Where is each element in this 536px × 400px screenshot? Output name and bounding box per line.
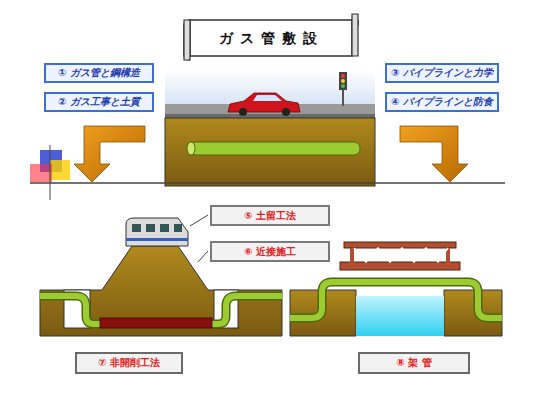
label-text: ② ガス工事と土質: [58, 95, 140, 109]
title-scroll: [184, 14, 358, 60]
railway-scene: [40, 218, 282, 336]
label-text: ⑤ 土留工法: [244, 209, 296, 223]
leader-line: [190, 215, 208, 262]
label-text: ④ パイプラインと防食: [391, 95, 493, 109]
topic-label: ④ パイプラインと防食: [385, 92, 499, 112]
topic-label: ② ガス工事と土質: [44, 92, 154, 112]
method-label: ⑥ 近接施工: [210, 241, 330, 262]
decoration: [30, 145, 505, 200]
method-label: ⑧ 架 管: [358, 352, 470, 374]
label-text: ① ガス管と鋼構造: [58, 66, 140, 80]
flow-arrow: [74, 126, 468, 182]
topic-label: ① ガス管と鋼構造: [44, 63, 154, 83]
label-text: ⑧ 架 管: [396, 356, 431, 370]
method-label: ⑦ 非開削工法: [75, 352, 183, 374]
method-label: ⑤ 土留工法: [210, 205, 330, 226]
label-text: ③ パイプラインと力学: [391, 66, 493, 80]
label-text: ⑦ 非開削工法: [98, 356, 160, 370]
title: ガス管敷設: [196, 24, 346, 54]
topic-label: ③ パイプラインと力学: [385, 63, 499, 83]
label-text: ⑥ 近接施工: [244, 245, 296, 259]
road-scene: [165, 70, 375, 186]
